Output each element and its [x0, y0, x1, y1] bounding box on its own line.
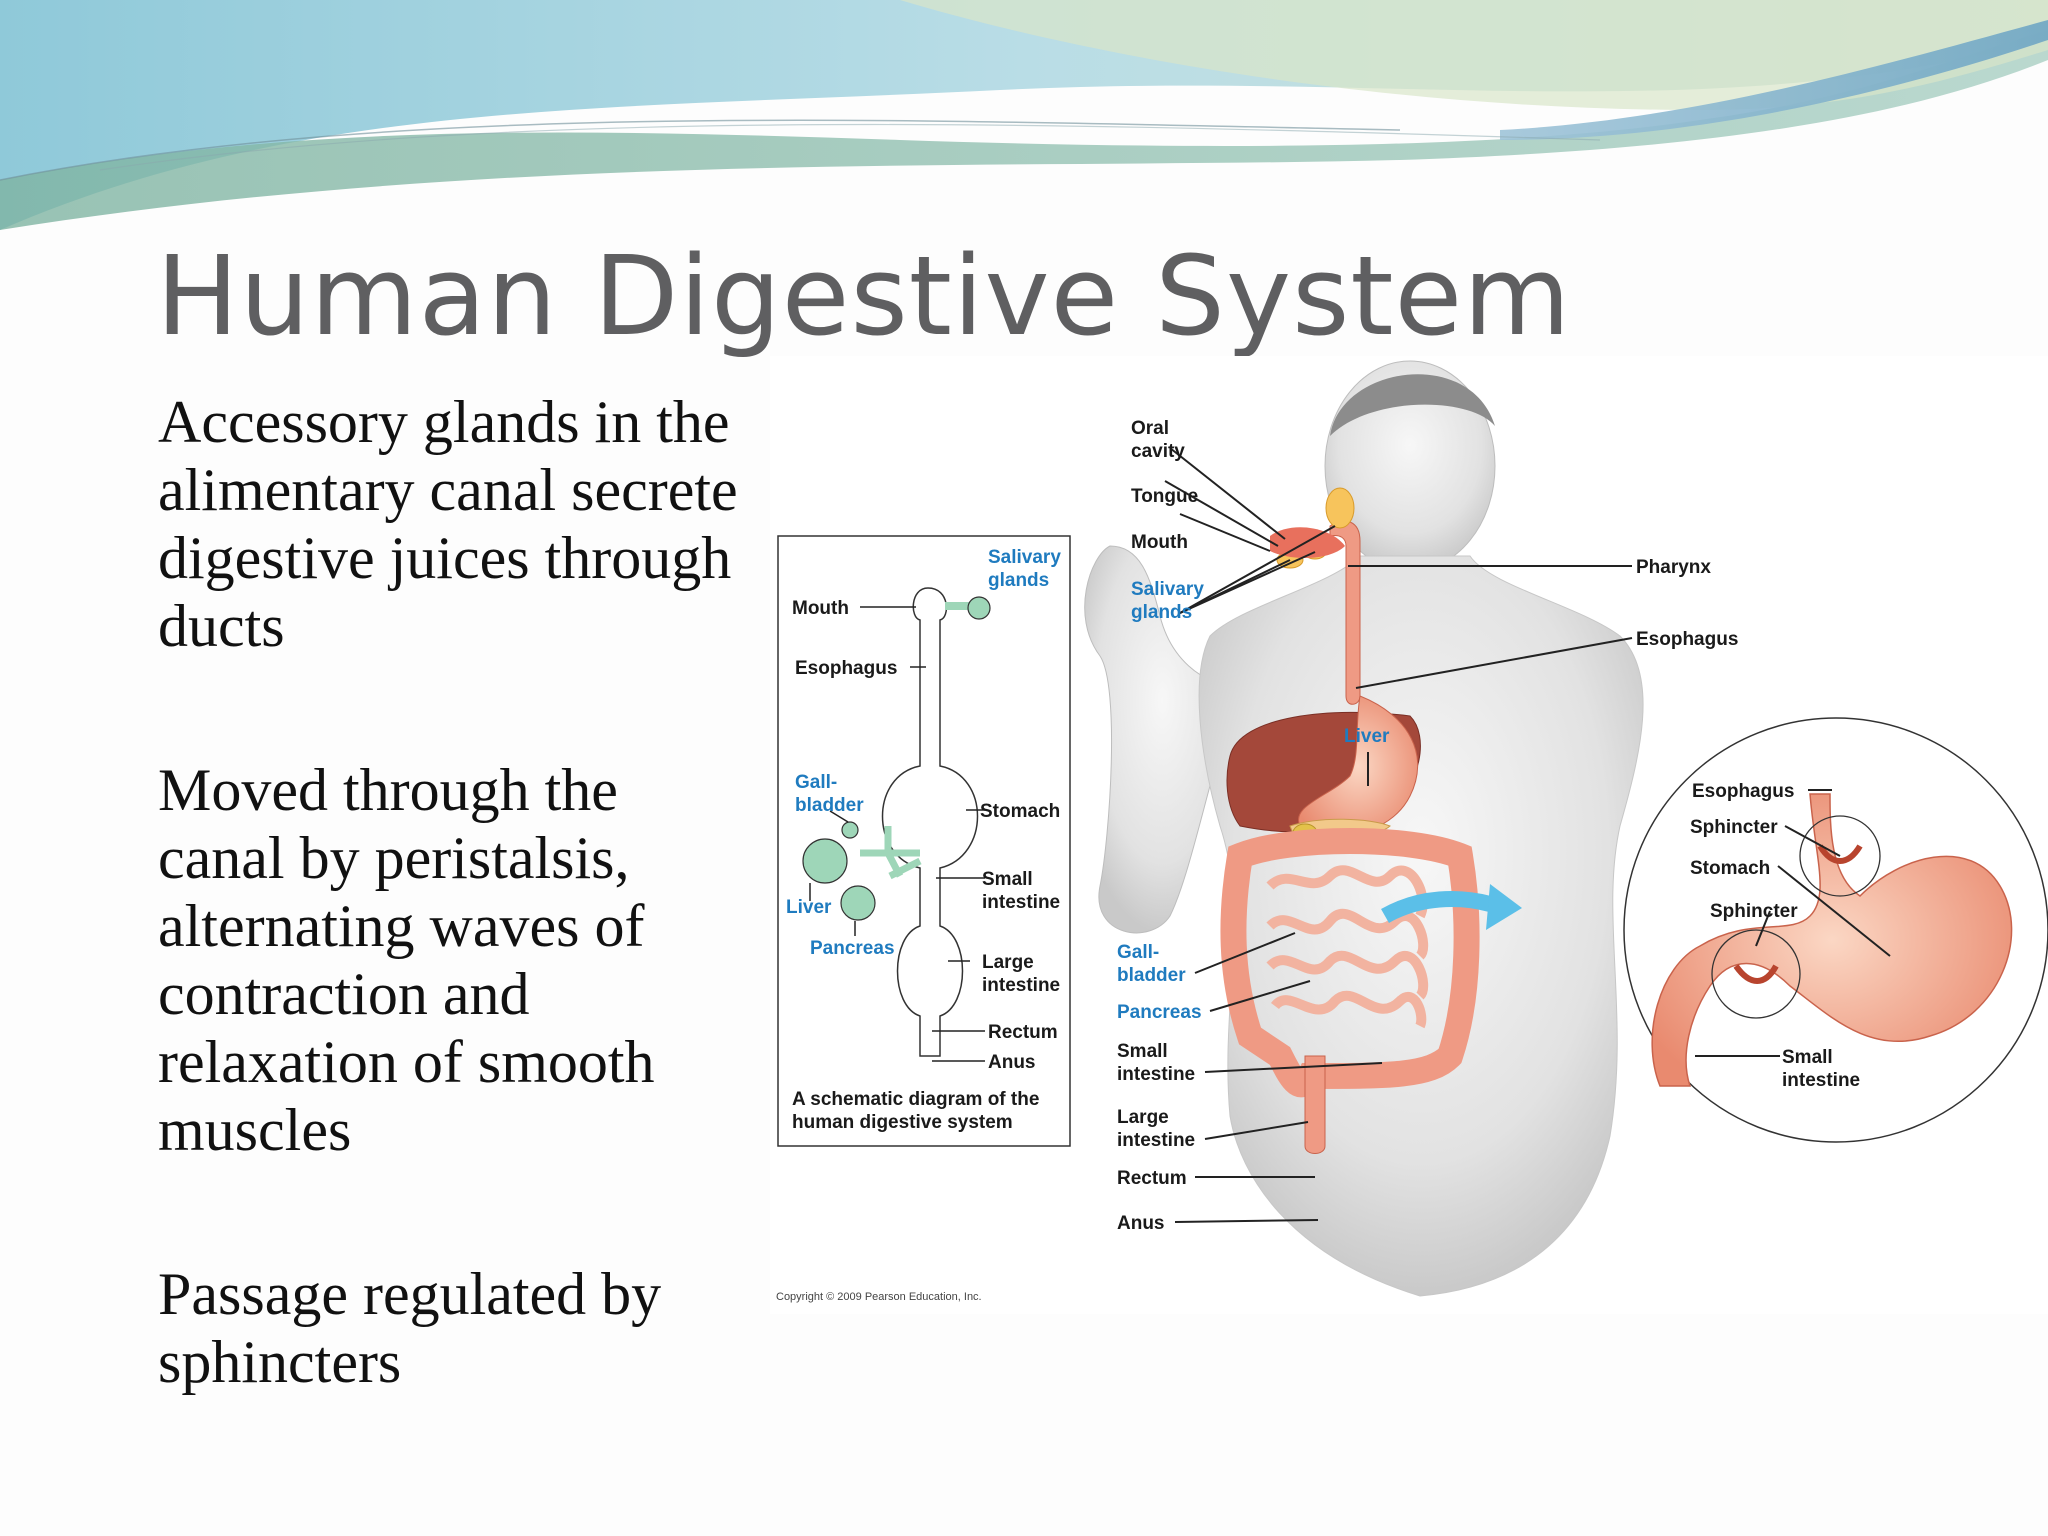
- body-label-pancreas: Pancreas: [1117, 1002, 1202, 1023]
- body-label-rectum: Rectum: [1117, 1168, 1187, 1189]
- body-label-mouth: Mouth: [1131, 532, 1188, 553]
- schematic-label-salivary-glands: Salivary glands: [988, 547, 1066, 591]
- detail-label-sphincter-bottom: Sphincter: [1710, 901, 1798, 922]
- stomach-detail-inset: Esophagus Sphincter Stomach Sphincter Sm…: [1381, 717, 2048, 1143]
- body-label-large-intestine: Large intestine: [1117, 1107, 1195, 1151]
- schematic-diagram: Salivary glands Mouth Esophagus Gall- bl…: [777, 535, 1071, 1147]
- schematic-caption: A schematic diagram of the human digesti…: [792, 1089, 1045, 1133]
- detail-label-esophagus: Esophagus: [1692, 781, 1794, 802]
- body-label-tongue: Tongue: [1131, 486, 1198, 507]
- schematic-label-pancreas: Pancreas: [810, 938, 895, 959]
- schematic-tract: [881, 587, 979, 1057]
- schematic-label-esophagus: Esophagus: [795, 658, 897, 679]
- zoom-arrow-icon: [1381, 891, 1493, 924]
- body-label-pharynx: Pharynx: [1636, 557, 1711, 578]
- sphincter-top-highlight: [1799, 815, 1881, 897]
- slide-title: Human Digestive System: [156, 232, 1572, 360]
- body-label-oral-cavity: Oral cavity: [1131, 418, 1185, 462]
- human-body-illustration: [1084, 360, 1644, 1297]
- schematic-label-mouth: Mouth: [792, 598, 849, 619]
- body-label-esophagus: Esophagus: [1636, 629, 1738, 650]
- schematic-liver: [802, 838, 848, 884]
- schematic-label-gallbladder: Gall- bladder: [795, 772, 864, 816]
- body-label-liver: Liver: [1344, 726, 1390, 747]
- small-intestine-organ: [1266, 865, 1429, 1029]
- zoom-arrow-head-icon: [1486, 884, 1522, 930]
- schematic-label-liver: Liver: [786, 897, 832, 918]
- sphincter-bottom-highlight: [1711, 929, 1801, 1019]
- bullet-peristalsis: Moved through the canal by peristalsis, …: [158, 757, 655, 1163]
- copyright-notice: Copyright © 2009 Pearson Education, Inc.: [776, 1291, 982, 1303]
- large-intestine-organ: [1220, 828, 1480, 1098]
- schematic-label-small-intestine: Small intestine: [982, 869, 1060, 913]
- figure-svg: Salivary glands Mouth Esophagus Gall- bl…: [776, 360, 2048, 1303]
- bullet-sphincters: Passage regulated by sphincters: [158, 1261, 662, 1395]
- schematic-label-large-intestine: Large intestine: [982, 952, 1060, 996]
- detail-label-small-intestine: Small intestine: [1782, 1047, 1860, 1091]
- body-label-salivary-glands: Salivary glands: [1131, 579, 1209, 623]
- schematic-pancreas: [840, 885, 876, 921]
- body-leader-lines: [1164, 447, 1633, 1223]
- decorative-banner: [0, 0, 2048, 230]
- schematic-gallbladder: [841, 821, 859, 839]
- bullet-accessory-glands: Accessory glands in the alimentary canal…: [158, 389, 738, 659]
- schematic-label-stomach: Stomach: [980, 801, 1060, 822]
- detail-label-stomach: Stomach: [1690, 858, 1770, 879]
- body-label-small-intestine: Small intestine: [1117, 1041, 1195, 1085]
- digestive-system-figure: Salivary glands Mouth Esophagus Gall- bl…: [770, 356, 2048, 1314]
- detail-label-sphincter-top: Sphincter: [1690, 817, 1778, 838]
- body-label-anus: Anus: [1117, 1213, 1165, 1234]
- schematic-salivary-gland: [967, 596, 991, 620]
- body-label-gallbladder: Gall- bladder: [1117, 942, 1186, 986]
- schematic-label-rectum: Rectum: [988, 1022, 1058, 1043]
- schematic-label-anus: Anus: [988, 1052, 1036, 1073]
